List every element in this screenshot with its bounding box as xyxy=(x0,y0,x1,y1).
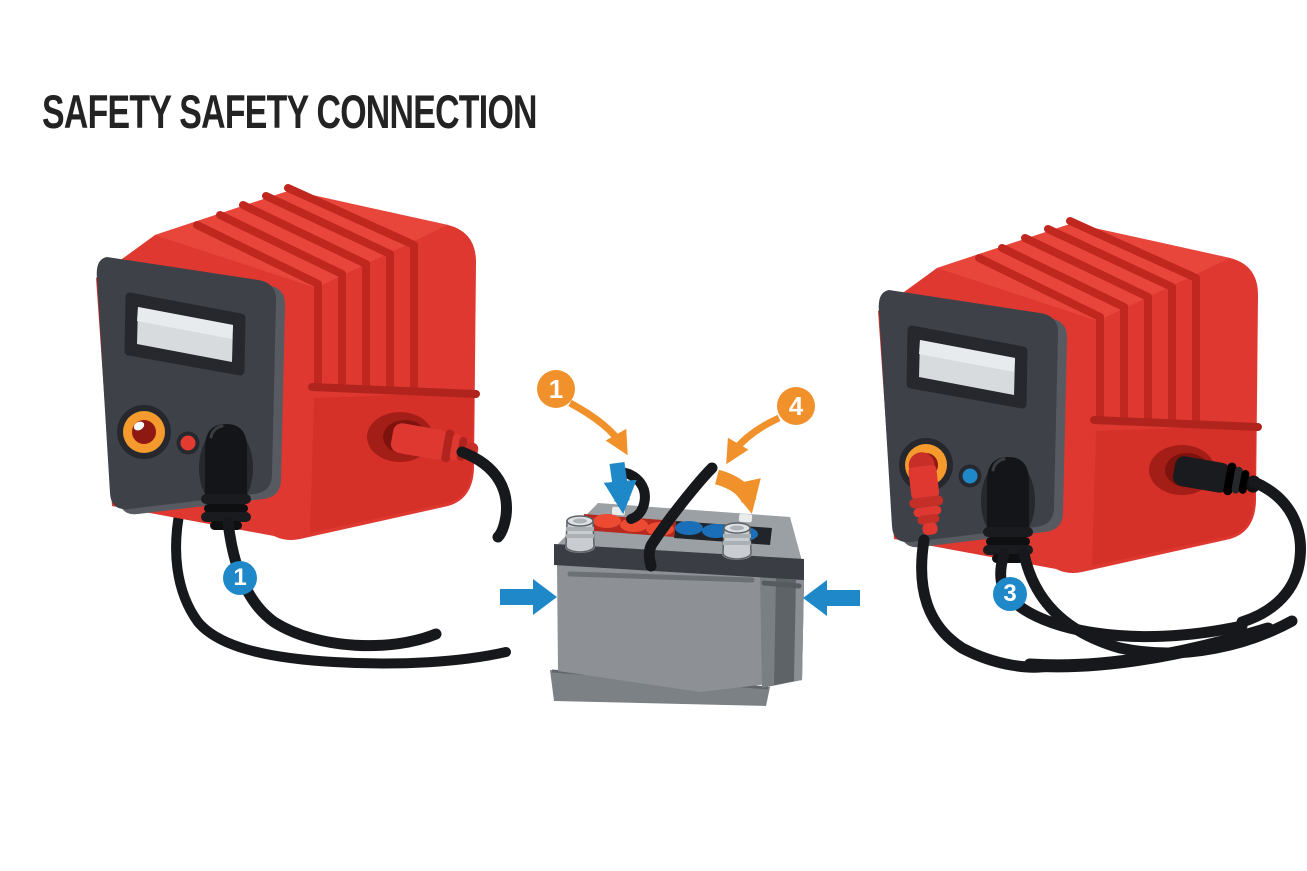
charger-right xyxy=(878,221,1306,673)
step4-callout-arrow xyxy=(726,414,781,465)
clamp-arrow-orange xyxy=(714,469,761,514)
press-arrow-left xyxy=(500,579,557,615)
step-badge-orange-4: 4 xyxy=(777,387,815,425)
battery-front-face xyxy=(557,563,804,692)
battery xyxy=(550,462,804,706)
power-indicator-blue xyxy=(962,468,978,484)
red-lead-cable xyxy=(171,500,511,669)
side-plug-cable-black xyxy=(1236,476,1306,628)
step-badge-blue-3: 3 xyxy=(993,577,1027,611)
battery-side-groove-line xyxy=(761,580,802,589)
clamp-arrow-blue xyxy=(603,462,637,515)
port-highlight xyxy=(133,421,145,431)
output-cable-black xyxy=(222,516,442,652)
battery-cable-strap xyxy=(643,462,718,572)
battery-corner-pillar xyxy=(794,580,804,681)
output-cable-2 xyxy=(1018,548,1298,659)
output-cable-1 xyxy=(995,548,1248,643)
annotation-arrows xyxy=(500,399,860,616)
battery-side-groove xyxy=(774,578,796,685)
step-badge-blue-1: 1 xyxy=(223,561,257,595)
battery-terminal-negative xyxy=(721,522,753,561)
terminal-nub-right xyxy=(738,513,753,523)
press-arrow-right xyxy=(803,580,860,616)
charger-left xyxy=(96,188,512,669)
port-plug-red xyxy=(908,452,944,536)
page-title: SAFETY SAFETY CONNECTION xyxy=(42,85,537,138)
step1-callout-arrow xyxy=(568,399,628,456)
battery-base xyxy=(550,670,770,706)
power-indicator-red xyxy=(180,435,196,451)
side-plug-cable-red xyxy=(456,446,512,543)
terminal-nub-left xyxy=(611,506,626,516)
battery-rim xyxy=(554,544,804,580)
battery-front-groove xyxy=(567,571,755,583)
battery-cable-hook xyxy=(615,467,650,524)
step-badge-orange-1: 1 xyxy=(537,370,575,408)
battery-terminal-positive xyxy=(565,515,595,553)
side-plug-black xyxy=(1172,456,1261,496)
